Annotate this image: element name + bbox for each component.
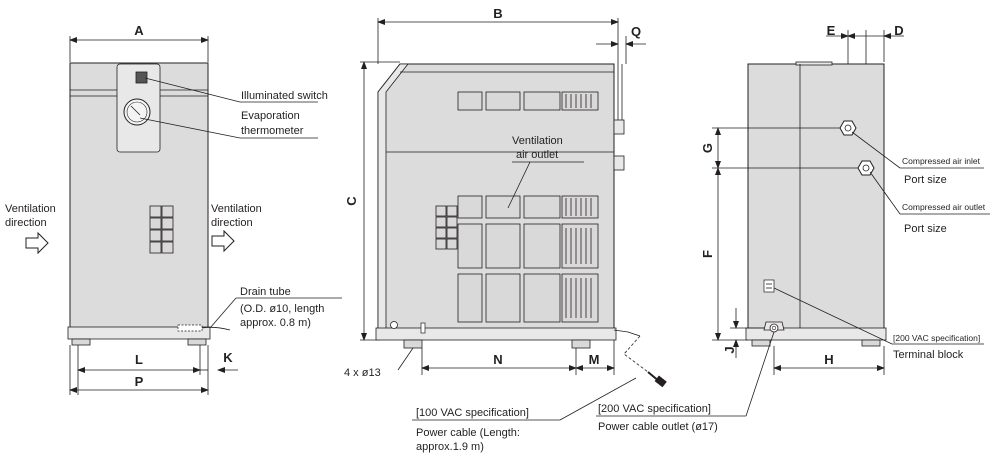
- vent-direction-left-2: direction: [5, 217, 47, 229]
- air-outlet-fitting-icon: [857, 160, 875, 176]
- air-inlet-fitting-icon: [839, 120, 857, 136]
- holes-label: 4 x ø13: [344, 367, 381, 379]
- power-cable-outlet-label: Power cable outlet (ø17): [598, 421, 718, 433]
- dim-P: P: [135, 374, 144, 389]
- dim-G: G: [700, 143, 715, 153]
- dim-N: N: [493, 352, 502, 367]
- vent-outlet-label-2: air outlet: [516, 149, 558, 161]
- drain-tube-icon: [177, 324, 203, 332]
- vent-arrow-right-icon: [211, 229, 235, 253]
- dim-D: D: [894, 23, 903, 38]
- dim-M: M: [589, 352, 600, 367]
- side-vent-grid: [435, 205, 458, 250]
- evaporation-label-2: thermometer: [241, 125, 304, 137]
- air-outlet-port-label: Port size: [904, 223, 947, 235]
- spec-100vac-label: [100 VAC specification]: [416, 407, 529, 419]
- drain-tube-label-3: approx. 0.8 m): [240, 317, 311, 329]
- dim-H: H: [824, 352, 833, 367]
- cable-outlet-icon: [769, 323, 779, 333]
- terminal-block-label: Terminal block: [893, 349, 964, 361]
- vent-direction-right-2: direction: [211, 217, 253, 229]
- rear-view: E D G F J: [596, 23, 990, 433]
- drain-tube-label-2: (O.D. ø10, length: [240, 303, 324, 315]
- power-cable-label-2: approx.1.9 m): [416, 441, 484, 453]
- vent-outlet-label-1: Ventilation: [512, 135, 563, 147]
- power-cable-label-1: Power cable (Length:: [416, 427, 520, 439]
- dim-Q: Q: [631, 24, 641, 39]
- terminal-block-icon: [763, 279, 775, 293]
- dim-L: L: [135, 352, 143, 367]
- spec-200vac-cable-label: [200 VAC specification]: [598, 403, 711, 415]
- evaporation-label-1: Evaporation: [241, 110, 300, 122]
- vent-arrow-left-icon: [25, 231, 49, 255]
- dim-B: B: [493, 6, 502, 21]
- switch-icon: [135, 71, 148, 84]
- air-inlet-port-label: Port size: [904, 174, 947, 186]
- dim-K: K: [223, 350, 233, 365]
- vent-direction-left-1: Ventilation: [5, 203, 56, 215]
- side-view: B Q C: [344, 6, 667, 453]
- dim-A: A: [134, 23, 144, 38]
- front-view: A Illuminated switch Evaporation thermom…: [5, 23, 342, 395]
- vent-direction-right-1: Ventilation: [211, 203, 262, 215]
- air-outlet-label: Compressed air outlet: [902, 202, 986, 212]
- illuminated-switch-label: Illuminated switch: [241, 90, 328, 102]
- spec-200vac-terminal-label: [200 VAC specification]: [893, 333, 980, 343]
- dim-C: C: [344, 196, 359, 206]
- air-inlet-label: Compressed air inlet: [902, 156, 981, 166]
- dim-E: E: [827, 23, 836, 38]
- drain-tube-label-1: Drain tube: [240, 286, 291, 298]
- dim-F: F: [700, 250, 715, 258]
- dim-J: J: [722, 346, 737, 353]
- power-plug-icon: [654, 375, 667, 388]
- front-vent-grid: [149, 205, 174, 254]
